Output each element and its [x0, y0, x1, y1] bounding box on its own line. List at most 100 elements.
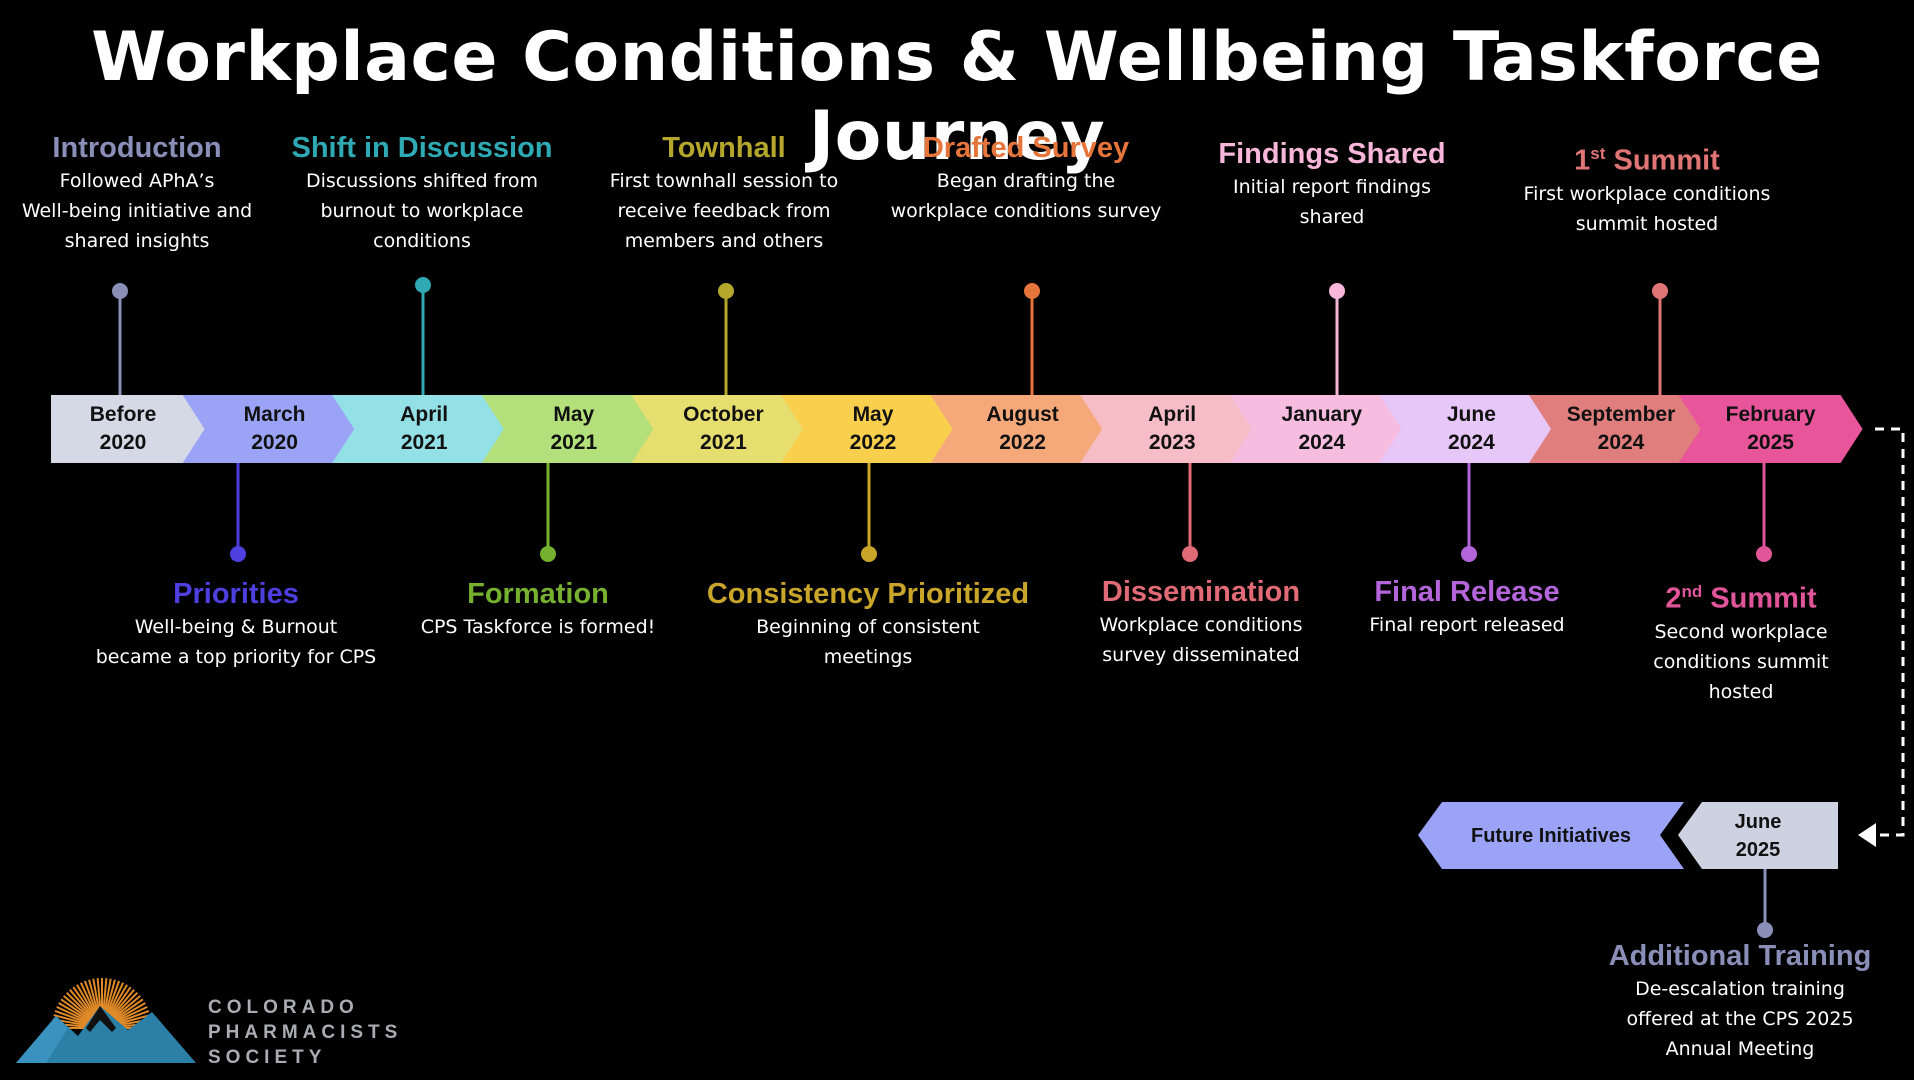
- timeline-month: June: [1446, 403, 1496, 426]
- event-heading: Drafted Survey: [922, 132, 1130, 164]
- timeline-month: August: [986, 403, 1059, 426]
- event-description: Final report released: [1369, 614, 1565, 636]
- timeline-chevron: [1529, 395, 1713, 463]
- event-heading: Shift in Discussion: [291, 132, 553, 164]
- connector-dot: [1329, 283, 1345, 299]
- timeline-date-label: October 2021: [653, 395, 793, 463]
- timeline-chevron: [1229, 395, 1414, 463]
- event-description: Followed APhA’s Well-being initiative an…: [21, 170, 253, 252]
- org-line3: SOCIETY: [208, 1047, 327, 1068]
- timeline-chevron: [781, 395, 965, 463]
- connector-dot: [1756, 546, 1772, 562]
- connector-dot: [1024, 283, 1040, 299]
- event-description: Second workplace conditions summit hoste…: [1653, 620, 1829, 703]
- connector-dot: [861, 546, 877, 562]
- connector-dot: [1461, 546, 1477, 562]
- event-heading: Introduction: [52, 132, 222, 164]
- timeline-month: April: [400, 403, 449, 426]
- future-date-month: June: [1734, 811, 1782, 833]
- event-heading: Additional Training: [1608, 940, 1872, 972]
- event-description: Workplace conditions survey disseminated: [1099, 614, 1303, 666]
- event-heading: Consistency Prioritized: [706, 578, 1030, 610]
- cps-logo-icon: [16, 978, 196, 1063]
- event-heading: Priorities: [173, 578, 299, 610]
- timeline-year: 2022: [849, 431, 897, 454]
- timeline-month: April: [1148, 403, 1197, 426]
- timeline-year: 2021: [550, 431, 598, 454]
- timeline-chevron: [631, 395, 816, 463]
- timeline-year: 2021: [700, 431, 747, 454]
- event-heading: Formation: [467, 578, 609, 610]
- event-heading: 2nd Summit: [1665, 582, 1817, 615]
- connector-dot: [1652, 283, 1668, 299]
- timeline-year: 2023: [1148, 431, 1196, 454]
- continuation-dashed-line: [1870, 427, 1905, 837]
- continuation-arrow-icon: [1858, 823, 1876, 847]
- timeline-date-label: August 2022: [953, 395, 1093, 463]
- event-description: Initial report findings shared: [1232, 176, 1432, 228]
- future-initiatives-label: Future Initiatives: [1470, 825, 1632, 847]
- timeline-chevron: [332, 395, 517, 463]
- connector-dot: [112, 283, 128, 299]
- timeline-month: May: [852, 403, 894, 426]
- timeline-chevron: [1080, 395, 1265, 463]
- event-description: Discussions shifted from burnout to work…: [305, 170, 538, 252]
- timeline-year: 2024: [1448, 431, 1495, 454]
- timeline-chevron: [930, 395, 1115, 463]
- organization-name: COLORADO PHARMACISTS SOCIETY: [208, 995, 402, 1070]
- future-date-chevron: June 2025: [1678, 802, 1838, 870]
- org-line2: PHARMACISTS: [208, 1022, 403, 1043]
- event-additional-training: Additional Training De-escalation traini…: [1560, 940, 1914, 1064]
- future-initiatives-shape: [1418, 802, 1684, 869]
- timeline-chevron: [1678, 395, 1863, 463]
- timeline-month: September: [1566, 403, 1676, 426]
- event-heading: Townhall: [662, 132, 786, 164]
- future-initiatives-arrow: Future Initiatives: [1420, 802, 1682, 870]
- event-heading: 1st Summit: [1574, 144, 1720, 177]
- future-date-shape: [1678, 802, 1838, 869]
- connector-dot: [540, 546, 556, 562]
- timeline-month: May: [553, 403, 595, 426]
- timeline-date-label: April 2023: [1102, 395, 1242, 463]
- event-heading: Dissemination: [1101, 576, 1301, 608]
- timeline-date-label: June 2024: [1401, 395, 1541, 463]
- timeline-year: 2020: [99, 431, 147, 454]
- event-description: Began drafting the workplace conditions …: [890, 170, 1162, 222]
- timeline-year: 2025: [1747, 431, 1794, 454]
- event-heading: Final Release: [1374, 576, 1560, 608]
- timeline-date-label: April 2021: [354, 395, 494, 463]
- connector-dot: [718, 283, 734, 299]
- timeline-date-label: January 2024: [1252, 395, 1392, 463]
- timeline-month: January: [1281, 403, 1363, 426]
- timeline-month: March: [243, 403, 306, 426]
- connector-dot: [1182, 546, 1198, 562]
- event-description: First workplace conditions summit hosted: [1523, 182, 1771, 235]
- timeline-year: 2021: [400, 431, 448, 454]
- timeline-year: 2022: [999, 431, 1046, 454]
- timeline-chevron: [182, 395, 367, 463]
- event-description: Beginning of consistent meetings: [756, 616, 980, 668]
- timeline-date-label: May 2021: [504, 395, 644, 463]
- timeline-year: 2024: [1298, 431, 1346, 454]
- timeline-month: October: [683, 403, 764, 426]
- event-description: De-escalation training offered at the CP…: [1626, 978, 1854, 1060]
- connector-dot: [1757, 922, 1773, 938]
- timeline-chevron: [481, 395, 666, 463]
- event-description: CPS Taskforce is formed!: [420, 616, 656, 638]
